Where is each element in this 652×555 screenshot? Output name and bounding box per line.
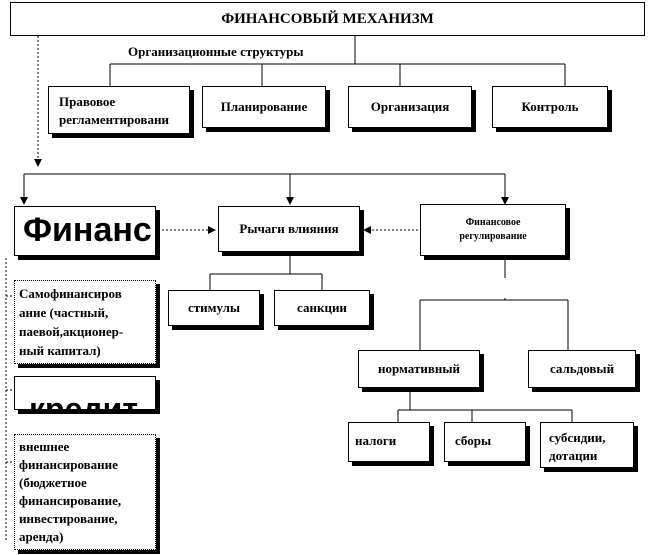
- title-box: ФИНАНСОВЫЙ МЕХАНИЗМ: [10, 2, 645, 36]
- organization-label: Организация: [370, 99, 450, 114]
- planning-label: Планирование: [220, 99, 308, 114]
- balance-label: сальдовый: [549, 361, 615, 376]
- subsidies-label: субсидии, дотации: [549, 430, 606, 463]
- organization-box: Организация: [348, 86, 472, 128]
- credit-label: кредит: [29, 391, 139, 410]
- self-financing-label: Самофинансиров ание (частный, паевой,акц…: [19, 286, 124, 358]
- credit-box: кредит: [14, 376, 156, 410]
- taxes-box: налоги: [348, 422, 430, 462]
- finance-label: Финанс: [23, 211, 152, 249]
- subsidies-box: субсидии, дотации: [540, 422, 634, 468]
- fin-regulation-label: Финансовое регулирование: [459, 217, 527, 242]
- stimuli-label: стимулы: [187, 300, 241, 315]
- fin-regulation-box: Финансовое регулирование: [420, 204, 566, 256]
- finance-box: Финанс: [14, 206, 156, 256]
- external-financing-label: внешнее финансирование (бюджетное финанс…: [19, 439, 122, 544]
- external-financing-box: внешнее финансирование (бюджетное финанс…: [14, 434, 156, 550]
- balance-box: сальдовый: [528, 350, 636, 388]
- control-box: Контроль: [492, 86, 608, 128]
- sanctions-label: санкции: [297, 300, 347, 315]
- legal-regulation-box: Правовое регламентировани: [48, 86, 190, 134]
- taxes-label: налоги: [355, 433, 397, 448]
- sanctions-box: санкции: [274, 290, 370, 326]
- planning-box: Планирование: [202, 86, 326, 128]
- levers-label: Рычаги влияния: [239, 221, 339, 236]
- self-financing-box: Самофинансиров ание (частный, паевой,акц…: [14, 280, 156, 364]
- normative-box: нормативный: [358, 350, 480, 388]
- org-structures-label: Организационные структуры: [128, 44, 304, 59]
- levers-box: Рычаги влияния: [218, 206, 360, 252]
- normative-label: нормативный: [378, 361, 460, 376]
- control-label: Контроль: [521, 99, 579, 114]
- stimuli-box: стимулы: [168, 290, 260, 326]
- fees-label: сборы: [455, 433, 492, 448]
- fees-box: сборы: [444, 422, 526, 462]
- page-title: ФИНАНСОВЫЙ МЕХАНИЗМ: [221, 10, 434, 27]
- legal-regulation-label: Правовое регламентировани: [59, 94, 169, 127]
